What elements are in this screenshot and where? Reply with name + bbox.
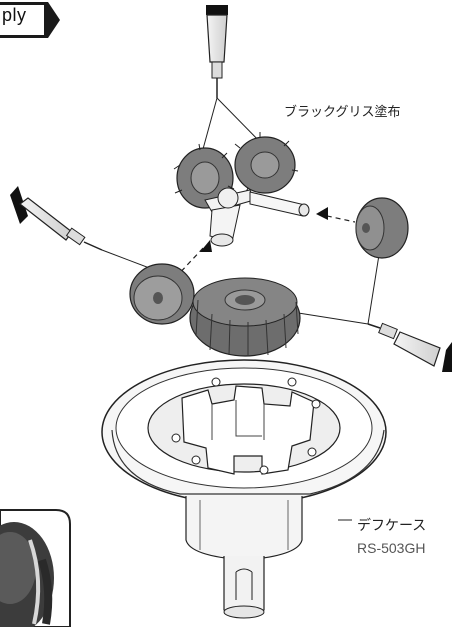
grease-tube-icon (10, 186, 103, 251)
grease-tube-icon (206, 5, 228, 98)
diff-case (101, 359, 387, 619)
detail-inset (0, 509, 71, 627)
bevel-gear-right (355, 197, 409, 259)
diff-case-part-number: RS-503GH (357, 540, 426, 556)
arrow-head-icon (200, 240, 212, 252)
apply-tab-label: ply (2, 5, 27, 25)
grease-label: ブラックグリス塗布 (284, 105, 401, 120)
cross-shaft (204, 187, 310, 247)
bevel-gear-upper-right (234, 132, 299, 195)
diff-case-name: デフケース (357, 518, 427, 534)
ring-gear (189, 277, 301, 357)
arrow-head-icon (316, 207, 328, 220)
bevel-gear-left (129, 263, 195, 325)
grease-tube-icon (367, 322, 452, 372)
apply-tab (0, 2, 60, 38)
